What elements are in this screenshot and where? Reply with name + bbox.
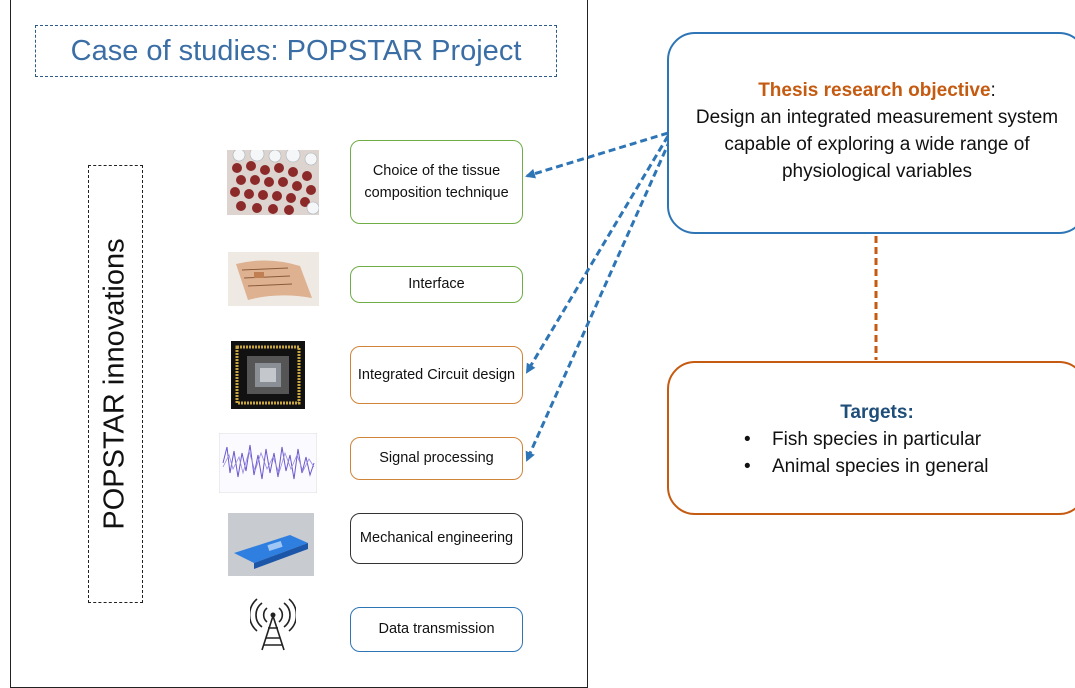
- innovation-label: Mechanical engineering: [359, 530, 514, 547]
- targets-list: • Fish species in particular • Animal spec…: [669, 427, 1075, 481]
- innovation-label: Data transmission: [378, 621, 495, 638]
- targets-heading: Targets:: [840, 402, 914, 423]
- arrow-to-signal-processing: [525, 139, 672, 462]
- target-item-text: Fish species in particular: [772, 428, 982, 450]
- innovation-data-transmission: Data transmission: [350, 607, 523, 652]
- target-item: • Animal species in general: [669, 454, 1075, 481]
- innovation-label: Integrated Circuit design: [357, 366, 516, 383]
- innovation-label: Choice of the tissue composition techniq…: [364, 162, 509, 201]
- popstar-innovations-frame: [88, 165, 143, 603]
- page-title: Case of studies: POPSTAR Project: [35, 25, 557, 77]
- thesis-heading-colon: :: [990, 80, 996, 101]
- arrow-to-integrated-circuit: [525, 135, 670, 374]
- innovation-label: Signal processing: [379, 450, 494, 467]
- thesis-heading: Thesis research objective: [758, 80, 991, 101]
- bullet: •: [744, 428, 751, 450]
- target-item: • Fish species in particular: [669, 427, 1075, 454]
- signal-waveform-image: [219, 433, 317, 493]
- mechanical-part-image: [228, 513, 314, 576]
- tissue-microscopy-image: [227, 150, 319, 215]
- antenna-tower-icon: [250, 598, 296, 652]
- innovation-signal-processing: Signal processing: [350, 437, 523, 480]
- thesis-objective-box: Thesis research objective: Design an int…: [667, 32, 1075, 234]
- innovation-integrated-circuit: Integrated Circuit design: [350, 346, 523, 404]
- innovation-mechanical-engineering: Mechanical engineering: [350, 513, 523, 564]
- arrow-to-tissue-composition: [525, 131, 669, 179]
- bullet: •: [744, 455, 751, 477]
- targets-box: Targets: • Fish species in particular • An…: [667, 361, 1075, 515]
- innovation-tissue-composition: Choice of the tissue composition techniq…: [350, 140, 523, 224]
- chip-package-image: [231, 341, 305, 409]
- thesis-text: Design an integrated measurement system …: [695, 106, 1059, 182]
- flexible-interface-image: [228, 252, 319, 306]
- innovation-interface: Interface: [350, 266, 523, 303]
- innovation-label: Interface: [408, 276, 465, 293]
- thesis-heading-line: Thesis research objective:: [669, 78, 1075, 105]
- target-item-text: Animal species in general: [772, 455, 989, 477]
